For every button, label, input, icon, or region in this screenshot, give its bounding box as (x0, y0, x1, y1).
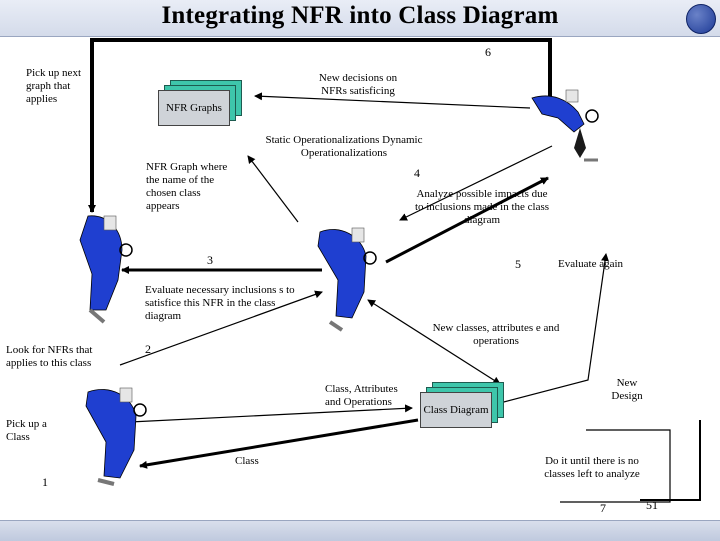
label-class-attributes-operations: Class, Attributes and Operations (325, 383, 398, 408)
slide-number: 51 (646, 498, 658, 512)
label-evaluate-again: Evaluate again (558, 258, 624, 270)
arrow-static-dynamic (247, 155, 299, 223)
label-look-for-nfrs: Look for NFRs that applies to this class (6, 344, 93, 369)
label-evaluate-necessary: Evaluate necessary inclusions s to satis… (145, 284, 295, 322)
person-bottom-left (85, 387, 147, 486)
arrow-5 (385, 176, 549, 264)
class-diagram-card: Class Diagram (420, 392, 492, 428)
label-new-classes: New classes, attributes e and operations (432, 322, 560, 347)
step-6: 6 (485, 45, 491, 59)
person-top-right (531, 89, 599, 162)
step-3: 3 (207, 253, 213, 267)
arrow-7-outer (640, 420, 701, 501)
arrow-2 (119, 290, 323, 366)
step-2: 2 (145, 342, 151, 356)
title-bar (0, 0, 720, 37)
label-new-design: New Design (611, 377, 643, 402)
label-static-dynamic: Static Operationalizations Dynamic Opera… (265, 134, 423, 159)
person-center (317, 227, 377, 332)
arrow-new-decisions (254, 92, 531, 109)
arrow-7 (560, 429, 671, 503)
arrow-class (139, 418, 419, 469)
step-4: 4 (414, 166, 420, 180)
step-1: 1 (42, 475, 48, 489)
slide-title: Integrating NFR into Class Diagram (161, 2, 559, 29)
label-analyze-impacts: Analyze possible impacts due to inclusio… (414, 188, 550, 226)
label-nfr-graph-where: NFR Graph where the name of the chosen c… (146, 161, 228, 212)
step-5: 5 (515, 257, 521, 271)
label-class: Class (235, 455, 259, 467)
arrow-class-attributes (129, 404, 413, 423)
nfr-graphs-card: NFR Graphs (158, 90, 230, 126)
label-pick-a-class: Pick up a Class (6, 418, 47, 443)
step-7: 7 (600, 501, 606, 515)
label-pick-next-graph: Pick up next graph that applies (26, 67, 81, 105)
bottom-bar (0, 520, 720, 541)
arrow-new-classes (367, 299, 501, 385)
arrow-new-design (495, 253, 609, 405)
person-left-middle (79, 215, 133, 324)
nfr-graphs-stack: NFR Graphs (158, 80, 244, 126)
class-diagram-stack: Class Diagram (420, 382, 506, 428)
next-slide-button[interactable] (686, 4, 716, 34)
arrow-6-loop (88, 38, 552, 213)
label-new-decisions: New decisions on NFRs satisficing (318, 72, 398, 97)
arrow-4 (399, 145, 553, 221)
label-do-it-until: Do it until there is no classes left to … (544, 455, 640, 480)
